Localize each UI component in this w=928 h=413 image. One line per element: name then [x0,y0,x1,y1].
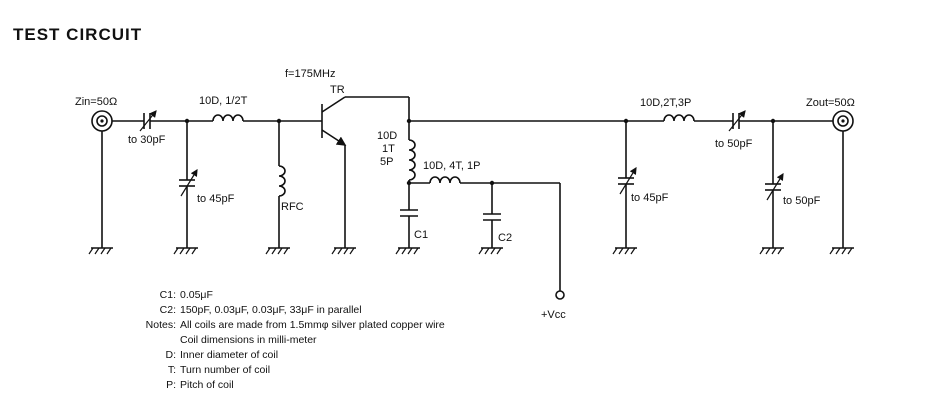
note-value: Pitch of coil [180,379,234,391]
rfc-label: RFC [281,201,304,213]
input-coil-label: 10D, 1/2T [199,95,248,107]
c1-label: C1 [414,229,428,241]
output-coil [663,114,695,122]
collector-coil-label-p: 5P [380,156,393,168]
note-key: C2: [159,304,176,316]
c2-label: C2 [498,232,512,244]
vcc-label: +Vcc [541,309,566,321]
note-key: Notes: [145,319,176,331]
note-value: 150pF, 0.03μF, 0.03μF, 33μF in parallel [180,304,362,316]
transistor-symbol [321,96,347,146]
output-cap-label: to 50pF [715,138,753,150]
shunt-trimmer-capacitor-end [765,172,784,201]
shunt-cap-end-label: to 50pF [783,195,821,207]
note-value: Inner diameter of coil [180,349,279,361]
note-key: T: [167,364,176,376]
input-connector [91,110,113,132]
vcc-coil [429,176,461,184]
output-connector [832,110,854,132]
note-key: C1: [159,289,176,301]
shunt-trimmer-capacitor-out [618,166,637,195]
freq-label: f=175MHz [285,68,335,80]
output-coil-label: 10D,2T,3P [640,97,691,109]
input-cap-label: to 30pF [128,134,166,146]
shunt-cap-in-label: to 45pF [197,193,235,205]
zin-label: Zin=50Ω [75,96,117,108]
capacitor-c1 [400,209,418,217]
collector-coil [408,139,416,181]
vcc-terminal [555,290,565,300]
input-coil [212,114,244,122]
zout-label: Zout=50Ω [806,97,855,109]
ground-icon [88,247,114,255]
shunt-trimmer-capacitor-in [179,168,198,197]
note-value: Coil dimensions in milli-meter [180,334,317,346]
note-value: Turn number of coil [180,364,271,376]
note-key: D: [165,349,177,361]
shunt-cap-out-label: to 45pF [631,192,669,204]
page-title: TEST CIRCUIT [13,25,143,44]
note-key: P: [166,379,176,391]
note-value: 0.05μF [180,289,213,301]
transistor-label: TR [330,84,345,96]
capacitor-c2 [483,213,501,221]
rfc-coil [278,165,286,197]
collector-coil-label-d: 10D [377,130,397,142]
vcc-coil-label: 10D, 4T, 1P [423,160,480,172]
collector-coil-label-t: 1T [382,143,395,155]
note-value: All coils are made from 1.5mmφ silver pl… [180,319,445,331]
